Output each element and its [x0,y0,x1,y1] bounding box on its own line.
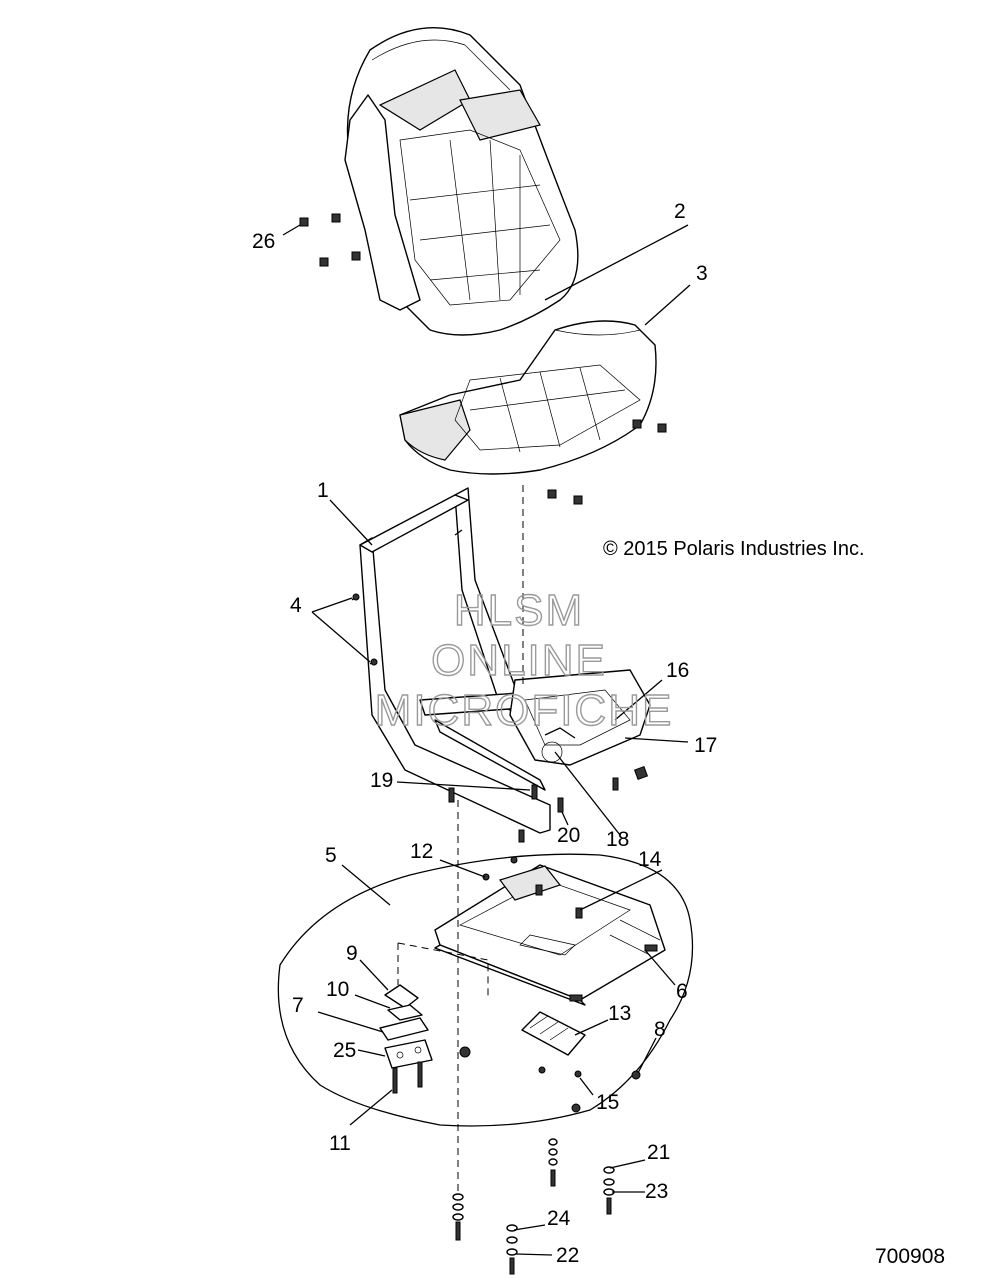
callout-19: 19 [370,769,393,792]
callout-1: 1 [317,479,329,502]
detail-hardware [459,856,641,1113]
callout-22: 22 [556,1244,579,1267]
leader-lines [282,224,691,1256]
callout-5: 5 [325,844,337,867]
watermark: HLSM ONLINE MICROFICHE [374,585,674,735]
callout-labels: 1 2 3 4 5 6 7 8 9 10 11 12 13 14 15 16 1… [252,200,717,1267]
callout-4: 4 [290,594,302,617]
callout-15: 15 [596,1091,619,1114]
watermark-line-3: MICROFICHE [375,686,674,735]
seat-bottom [399,320,657,475]
callout-21: 21 [647,1141,670,1164]
diagram-part-number: 700908 [875,1245,945,1268]
alignment-lines [397,485,524,1195]
callout-7: 7 [292,994,304,1017]
callout-17: 17 [694,734,717,757]
watermark-line-2: ONLINE [431,636,607,685]
callout-14: 14 [638,848,662,871]
copyright-notice: © 2015 Polaris Industries Inc. [603,538,865,560]
callout-11: 11 [329,1132,351,1155]
callout-8: 8 [654,1018,666,1041]
callout-9: 9 [346,942,358,965]
callout-3: 3 [696,262,708,285]
adjuster-plate [521,1011,586,1056]
callout-26: 26 [252,230,275,253]
callout-24: 24 [547,1207,571,1230]
seat-back [344,27,579,336]
callout-13: 13 [608,1002,631,1025]
callout-2: 2 [674,200,686,223]
callout-25: 25 [333,1039,356,1062]
callout-18: 18 [606,828,629,851]
callout-10: 10 [326,978,349,1001]
seat-slider-base [434,864,666,1006]
frame-hardware [351,529,619,843]
seat-hardware [299,213,667,505]
callout-20: 20 [557,824,580,847]
callout-6: 6 [676,980,688,1003]
latch-assembly [379,984,433,1094]
callout-16: 16 [666,659,689,682]
callout-23: 23 [645,1180,668,1203]
bottom-hardware [452,1138,615,1275]
seat-frame [359,487,651,834]
watermark-line-1: HLSM [454,586,584,635]
callout-12: 12 [410,840,433,863]
